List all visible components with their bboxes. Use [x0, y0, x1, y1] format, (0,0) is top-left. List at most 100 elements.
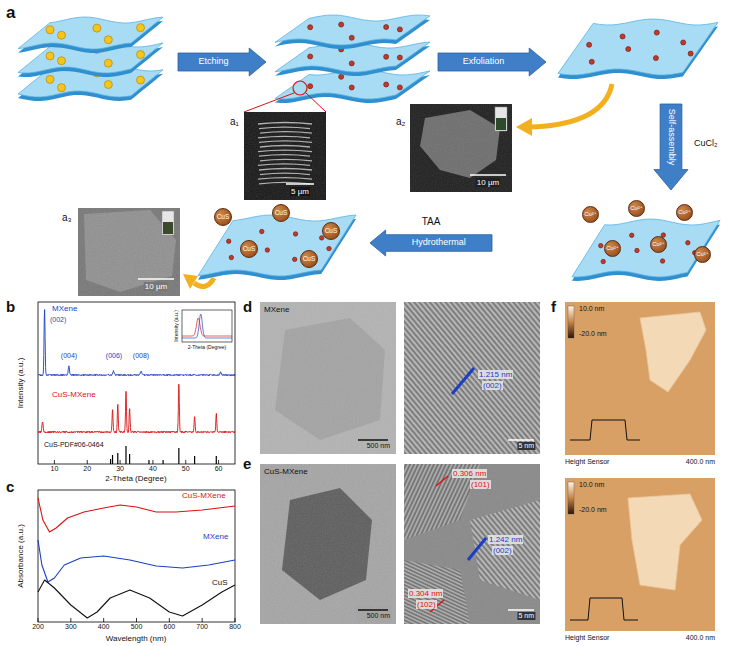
figure-label: Intensity (a.u.) — [16, 358, 25, 409]
surface-group — [635, 248, 639, 252]
flow-arrow — [532, 84, 612, 127]
al-atom — [137, 76, 145, 84]
ion-circle: Cu²⁺ — [582, 206, 599, 223]
figure-label: Wavelength (nm) — [106, 634, 167, 643]
mxene-sheet — [275, 15, 430, 49]
vial-liquid — [163, 222, 173, 234]
node-text: Exfoliation — [463, 57, 505, 67]
spacing-marker — [452, 368, 474, 394]
axis-tick — [38, 618, 39, 622]
axis-tick — [54, 460, 55, 464]
figure-label: 10.0 nm — [578, 305, 605, 313]
figure-label: (004) — [61, 352, 77, 360]
mxene-sheet — [18, 17, 163, 53]
surface-group — [308, 84, 313, 89]
vial — [495, 107, 507, 131]
figure-label: (002) — [492, 546, 513, 555]
color-bar — [568, 482, 574, 514]
process-arrow: Etching — [178, 48, 266, 76]
surface-group — [384, 54, 389, 59]
ion-circle: CuS — [240, 240, 258, 258]
al-atom — [46, 52, 54, 60]
scale-bar — [358, 439, 388, 441]
al-atom — [58, 31, 66, 39]
zoom-line — [244, 93, 294, 112]
node-text: TAA — [370, 216, 492, 227]
figure-label: 200 — [32, 623, 44, 631]
surface-group — [630, 233, 634, 237]
figure-label: 10.0 nm — [578, 481, 605, 489]
figure-label: 20 — [83, 465, 91, 473]
al-atom — [93, 24, 101, 32]
figure-label: 60 — [215, 465, 223, 473]
spacing-marker — [436, 476, 448, 486]
ion-circle: Cu²⁺ — [694, 246, 711, 263]
panel-letter: f — [551, 298, 556, 315]
process-arrow: Exfoliation — [438, 48, 546, 76]
surface-group — [327, 246, 331, 250]
height-profile — [570, 420, 640, 440]
figure-label: 500 nm — [367, 442, 390, 450]
reference-stick — [110, 459, 111, 464]
figure-label: (101) — [470, 480, 491, 489]
figure-label: 5 µm — [290, 187, 310, 196]
ion-circle: CuS — [300, 250, 318, 268]
flow-arrow — [194, 278, 214, 287]
inset-curve — [182, 318, 232, 336]
image-grain — [410, 104, 512, 192]
reference-stick — [216, 456, 217, 464]
axis-tick — [70, 618, 71, 622]
color-bar — [568, 306, 574, 338]
reference-stick — [148, 460, 149, 464]
figure-label: MXene — [264, 305, 289, 314]
absorbance-curve — [38, 540, 235, 582]
arrow-body — [370, 230, 492, 256]
panel-letter: b — [6, 298, 15, 315]
figure-label: 800 — [229, 623, 241, 631]
ion-circle: Cu²⁺ — [650, 236, 667, 253]
surface-group — [681, 40, 686, 45]
node-text: Cu²⁺ — [696, 251, 708, 257]
inset-frame — [182, 310, 232, 342]
process-arrow: Self-assembly — [654, 104, 688, 190]
surface-group — [384, 82, 389, 87]
figure-label: CuS-MXene — [182, 491, 226, 500]
afm-image — [565, 478, 715, 631]
panel-letter: c — [6, 478, 14, 495]
figure-label: 400 — [98, 623, 110, 631]
figure-label: 0.306 nm — [452, 469, 487, 478]
surface-group — [308, 25, 313, 30]
image-grain — [260, 464, 396, 624]
hrtem-image — [404, 464, 540, 624]
surface-group — [397, 85, 402, 90]
surface-group — [349, 85, 354, 90]
ion-circle: Cu²⁺ — [676, 204, 693, 221]
al-atom — [137, 24, 145, 32]
figure-label: 2-Theta (Degree) — [105, 474, 166, 483]
ion-circle: CuS — [322, 222, 340, 240]
axis-tick — [103, 618, 104, 622]
vial-liquid — [496, 118, 506, 130]
figure-label: Height Sensor — [565, 458, 609, 466]
surface-group — [339, 74, 344, 79]
al-atom — [137, 51, 145, 59]
axis-tick — [185, 460, 186, 464]
figure-label: 40 — [149, 465, 157, 473]
sheet-surface — [572, 219, 720, 277]
inset-curve — [182, 314, 232, 338]
arrow-body — [654, 104, 688, 190]
surface-group — [227, 239, 231, 243]
plot-frame — [38, 302, 235, 464]
al-atom — [104, 36, 112, 44]
sheet-surface — [275, 15, 430, 45]
node-text: Etching — [199, 57, 229, 67]
axis-tick — [218, 460, 219, 464]
figure-label: 700 — [196, 623, 208, 631]
node-text: CuS — [325, 227, 338, 234]
panel-letter: d — [243, 298, 252, 315]
sem-image — [410, 104, 512, 192]
absorbance-curve — [38, 580, 235, 618]
figure-label: CuS — [212, 578, 228, 587]
surface-group — [587, 42, 592, 47]
tem-image — [260, 302, 396, 454]
